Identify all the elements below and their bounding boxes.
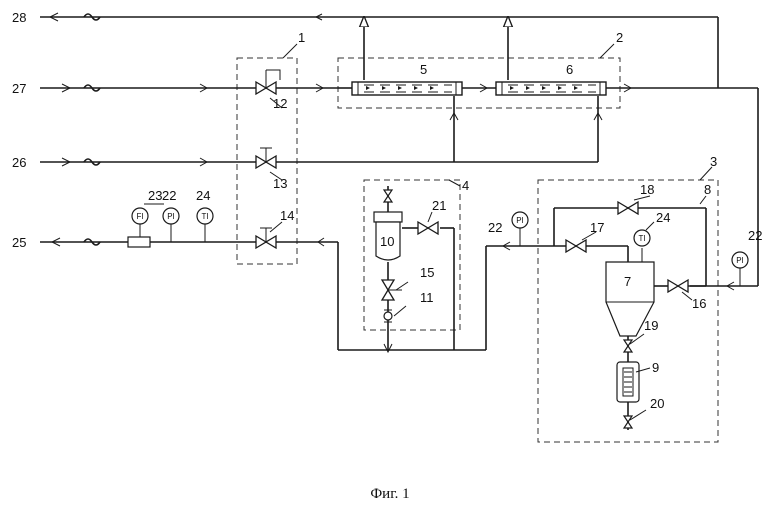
label-27: 27: [12, 81, 26, 96]
line-26: [40, 96, 602, 166]
label-21: 21: [432, 198, 446, 213]
label-11: 11: [420, 290, 434, 305]
label-9: 9: [652, 360, 659, 375]
label-14: 14: [280, 208, 294, 223]
instruments-line-25: [132, 204, 213, 242]
label-4: 4: [462, 178, 469, 193]
label-22-left: 22: [488, 220, 502, 235]
line-25: [40, 228, 628, 350]
label-10: 10: [380, 234, 394, 249]
label-2: 2: [616, 30, 623, 45]
line-28: [40, 13, 718, 88]
heat-exchanger-6: [496, 82, 606, 95]
label-22-right: 22: [748, 228, 762, 243]
label-5: 5: [420, 62, 427, 77]
heat-exchanger-5: [352, 82, 462, 95]
pi-text-line25: PI: [167, 212, 175, 221]
label-8: 8: [704, 182, 711, 197]
fi-text: FI: [136, 212, 143, 221]
label-17: 17: [590, 220, 604, 235]
figure-caption: Фиг. 1: [370, 486, 409, 502]
label-12: 12: [273, 96, 287, 111]
pi-text-left: PI: [516, 216, 524, 225]
unit-3-equipment: [512, 196, 748, 430]
label-13: 13: [273, 176, 287, 191]
valve-14: [256, 222, 282, 248]
ti-text-unit3: TI: [638, 234, 645, 243]
label-23: 23: [148, 188, 162, 203]
label-3: 3: [710, 154, 717, 169]
label-19: 19: [644, 318, 658, 333]
label-28: 28: [12, 10, 26, 25]
pi-text-right: PI: [736, 256, 744, 265]
label-7: 7: [624, 274, 631, 289]
label-16: 16: [692, 296, 706, 311]
label-25: 25: [12, 235, 26, 250]
label-15: 15: [420, 265, 434, 280]
label-20: 20: [650, 396, 664, 411]
label-26: 26: [12, 155, 26, 170]
label-1: 1: [298, 30, 305, 45]
label-24-unit3: 24: [656, 210, 670, 225]
label-6: 6: [566, 62, 573, 77]
label-18: 18: [640, 182, 654, 197]
label-22-line25: 22: [162, 188, 176, 203]
ti-text-line25: TI: [201, 212, 208, 221]
label-24-line25: 24: [196, 188, 210, 203]
